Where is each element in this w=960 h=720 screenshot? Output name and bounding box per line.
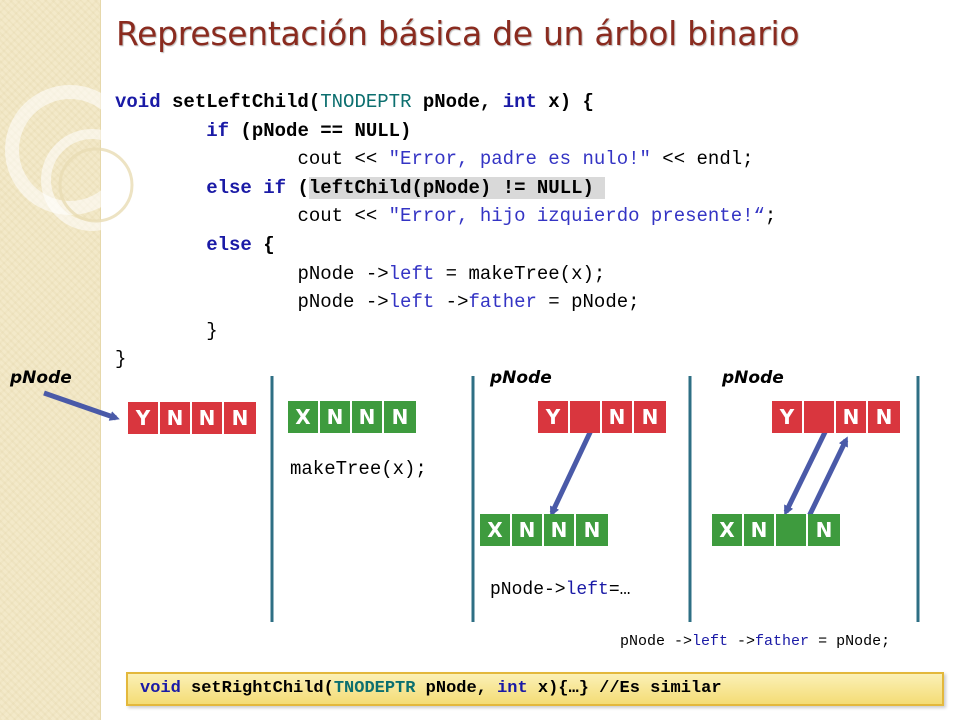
code-line-8: pNode ->left ->father = pNode;: [115, 288, 776, 317]
caption-father-assign: pNode ->left ->father = pNode;: [620, 633, 890, 650]
code-text: pNode ->: [297, 262, 389, 285]
code-keyword: void: [140, 679, 181, 698]
code-keyword: int: [497, 679, 528, 698]
slide-title: Representación básica de un árbol binari…: [116, 14, 800, 53]
caption-text: pNode ->: [620, 633, 693, 650]
node-cell-right: N: [868, 401, 900, 433]
code-text: << endl;: [650, 148, 754, 171]
node-cell-father: N: [602, 401, 634, 433]
pnode-label-2: pNode: [490, 368, 552, 388]
caption-text: =…: [608, 580, 631, 600]
code-text: pNode,: [415, 679, 498, 698]
pnode-label-3: pNode: [722, 368, 784, 388]
node-child-linked: X N N N: [480, 514, 608, 546]
code-text: {: [251, 233, 275, 256]
code-keyword: else: [206, 233, 252, 256]
caption-text: = pNode;: [809, 633, 891, 650]
code-string: "Error, hijo izquierdo presente!“: [388, 205, 765, 228]
code-text: pNode,: [411, 91, 503, 113]
pnode-label-1: pNode: [10, 368, 72, 388]
node-cell-left: N: [512, 514, 544, 546]
code-line-5: cout << "Error, hijo izquierdo presente!…: [115, 202, 776, 231]
code-text: }: [115, 348, 127, 371]
node-cell-left: N: [744, 514, 776, 546]
code-field: father: [468, 291, 537, 314]
node-cell-left: N: [160, 402, 192, 434]
node-cell-left: [570, 401, 602, 433]
code-text: (pNode == NULL): [229, 119, 412, 142]
highlighted-condition: leftChild(pNode) != NULL): [308, 176, 606, 199]
node-cell-right: N: [384, 401, 416, 433]
code-text: pNode ->: [297, 291, 389, 314]
code-text: setRightChild(: [180, 679, 334, 698]
code-text: cout <<: [297, 205, 389, 228]
node-cell-left: [804, 401, 836, 433]
code-line-4: else if (leftChild(pNode) != NULL): [115, 174, 776, 203]
node-cell-left: N: [320, 401, 352, 433]
caption-make-tree: makeTree(x);: [290, 458, 427, 480]
code-text: cout <<: [297, 148, 389, 171]
code-line-1: void setLeftChild(TNODEPTR pNode, int x)…: [115, 88, 776, 117]
node-parent-initial: Y N N N: [128, 402, 256, 434]
caption-text: ->: [728, 633, 756, 650]
node-new: X N N N: [288, 401, 416, 433]
caption-left-assign: pNode->left=…: [490, 580, 630, 600]
caption-field: left: [565, 580, 609, 600]
left-pointer-arrow-final: [783, 422, 832, 516]
left-pointer-arrow: [549, 422, 597, 517]
node-cell-father: N: [836, 401, 868, 433]
node-parent-final: Y N N: [772, 401, 900, 433]
code-keyword: void: [115, 91, 161, 113]
set-right-child-note: void setRightChild(TNODEPTR pNode, int x…: [126, 672, 944, 706]
node-cell-info: Y: [538, 401, 570, 433]
node-cell-right: N: [634, 401, 666, 433]
code-line-7: pNode ->left = makeTree(x);: [115, 260, 776, 289]
code-text: }: [206, 319, 218, 342]
node-cell-father: N: [544, 514, 576, 546]
node-cell-right: N: [224, 402, 256, 434]
code-text: ;: [764, 205, 777, 228]
code-type: TNODEPTR: [333, 679, 416, 698]
code-line-6: else {: [115, 231, 776, 260]
node-cell-info: X: [480, 514, 512, 546]
node-cell-info: X: [712, 514, 744, 546]
node-child-final: X N N: [712, 514, 840, 546]
node-cell-right: N: [576, 514, 608, 546]
node-cell-father: N: [352, 401, 384, 433]
code-keyword: if: [206, 119, 230, 142]
code-string: "Error, padre es nulo!": [388, 148, 651, 171]
code-line-3: cout << "Error, padre es nulo!" << endl;: [115, 145, 776, 174]
node-parent-linked: Y N N: [538, 401, 666, 433]
node-cell-father: N: [192, 402, 224, 434]
node-cell-info: Y: [128, 402, 160, 434]
code-line-2: if (pNode == NULL): [115, 117, 776, 146]
caption-field: father: [755, 633, 810, 650]
node-cell-father: [776, 514, 808, 546]
node-cell-right: N: [808, 514, 840, 546]
code-type: TNODEPTR: [320, 91, 412, 113]
code-text: x) {: [536, 91, 594, 113]
node-cell-info: Y: [772, 401, 804, 433]
left-decorative-band: [0, 0, 101, 720]
node-cell-info: X: [288, 401, 320, 433]
code-text: x){…} //Es similar: [527, 679, 722, 698]
code-text: ->: [434, 291, 469, 314]
code-keyword: else if: [206, 176, 287, 199]
code-text: (: [286, 176, 309, 199]
code-keyword: int: [502, 91, 537, 113]
code-line-10: }: [115, 345, 776, 374]
caption-text: pNode->: [490, 580, 566, 600]
code-text: setLeftChild(: [160, 91, 321, 113]
code-field: left: [388, 291, 435, 314]
code-line-9: }: [115, 317, 776, 346]
code-text: = makeTree(x);: [434, 262, 606, 285]
code-field: left: [388, 262, 435, 285]
caption-field: left: [692, 633, 729, 650]
code-block: void setLeftChild(TNODEPTR pNode, int x)…: [115, 88, 776, 374]
code-text: = pNode;: [536, 291, 640, 314]
